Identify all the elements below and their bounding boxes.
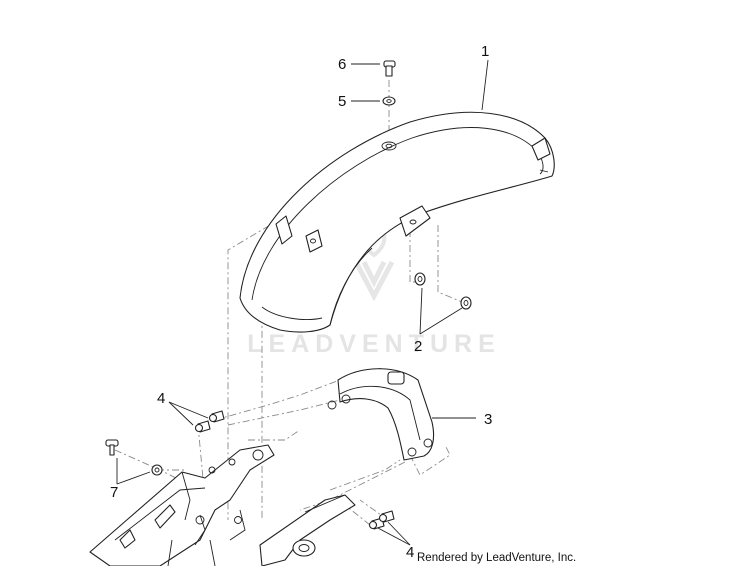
callout-5: 5: [338, 93, 346, 110]
bolt-6: [383, 60, 396, 77]
callout-3: 3: [484, 411, 492, 428]
fender-support-bracket: [327, 368, 435, 461]
watermark: LEADVENTURE: [247, 212, 501, 358]
callout-1: 1: [481, 43, 489, 60]
watermark-text: LEADVENTURE: [247, 330, 501, 358]
pin-and-nut-7: [105, 439, 163, 476]
screws-4-lower: [368, 510, 395, 530]
washer-5: [382, 96, 396, 106]
leader-lines: [116, 59, 489, 546]
callout-4-lower: 4: [406, 544, 414, 561]
callout-4-upper: 4: [157, 390, 165, 407]
frame-section: [89, 444, 356, 566]
render-credit: Rendered by LeadVenture, Inc.: [417, 552, 576, 564]
callout-6: 6: [338, 56, 346, 73]
callout-2: 2: [414, 338, 422, 355]
callout-7: 7: [110, 484, 118, 501]
grommets-2: [414, 272, 472, 310]
screws-4-upper: [194, 410, 225, 433]
rear-fender: [239, 111, 555, 333]
callout-labels: 1 6 5 2 3 4 7 4: [110, 43, 492, 561]
